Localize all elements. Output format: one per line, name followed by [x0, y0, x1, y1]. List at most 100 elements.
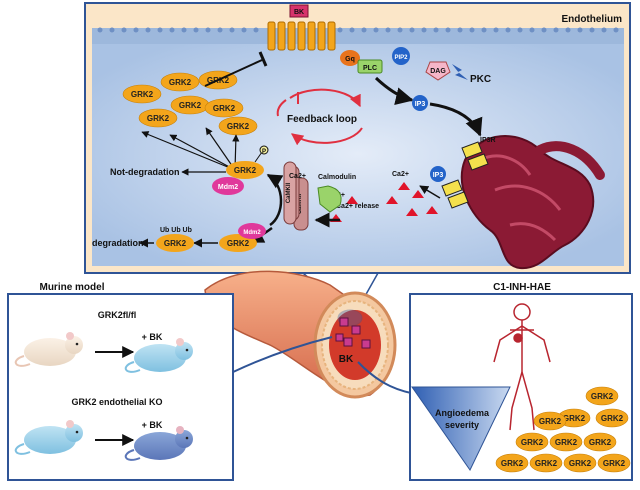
grk2-pyramid-item-label: GRK2: [569, 459, 592, 468]
camkii-main-label: CaMKII: [286, 183, 292, 204]
pkc-label: PKC: [470, 74, 491, 85]
murine-panel: Murine model GRK2fl/fl GRK2 endothelial …: [7, 282, 234, 481]
grk2-pyramid-item: GRK2: [595, 408, 629, 428]
camkii-a-label: CaMKII: [297, 194, 303, 215]
grk2-pyramid-item: GRK2: [515, 432, 549, 452]
grk2-pyramid-item-label: GRK2: [501, 459, 524, 468]
ip3r-channel: [461, 141, 489, 171]
human-vasculature-icon: [493, 303, 551, 431]
grk2-cluster-item-label: GRK2: [131, 90, 154, 99]
mdm2-a: [212, 177, 244, 195]
mouse-icon-ko-before: [14, 420, 83, 455]
calcium-release-arrow: [419, 185, 441, 199]
gq-protein: [340, 50, 360, 66]
pkc-arrow-icon: [452, 64, 468, 80]
branch-arrow-1: [141, 131, 236, 171]
bk-receptor: [267, 21, 336, 51]
grk2-pyramid-item-label: GRK2: [521, 438, 544, 447]
grk2-pyramid-item-label: GRK2: [601, 414, 624, 423]
branch-arrow-2: [169, 134, 236, 171]
row1-arrow-label: + BK: [142, 332, 163, 342]
mouse-icon-ko-after: [124, 426, 193, 461]
grk2-degrade-source-label: GRK2: [227, 239, 250, 248]
grk2-cluster-item: GRK2: [122, 84, 162, 104]
ip3-molecule: [412, 95, 428, 111]
calmodulin-label: Calmodulin: [318, 174, 356, 181]
row2-arrow-label: + BK: [142, 420, 163, 430]
grk2-cluster-item-label: GRK2: [179, 101, 202, 110]
grk2-cluster-item-label: GRK2: [147, 114, 170, 123]
ip3r-label: IP3R: [480, 137, 496, 144]
grk2-pyramid-item-label: GRK2: [555, 438, 578, 447]
severity-line2: severity: [445, 420, 479, 430]
grk2-pyramid-item: GRK2: [549, 432, 583, 452]
ip3-to-er-arrow: [429, 102, 483, 137]
mdm2-b: [238, 223, 266, 239]
grk2-pyramid-item-label: GRK2: [589, 438, 612, 447]
grk2-cluster-item-label: GRK2: [213, 104, 236, 113]
ip3-label: IP3: [415, 101, 426, 108]
murine-panel-title: Murine model: [39, 282, 104, 293]
grk2-pyramid-item: GRK2: [495, 453, 529, 473]
severity-line1: Angioedema: [435, 408, 490, 418]
grk2-pyramid-item-label: GRK2: [535, 459, 558, 468]
row2-label: GRK2 endothelial KO: [71, 397, 162, 407]
phospho-stalk: [254, 151, 263, 163]
ip3-er-label: IP3: [433, 172, 444, 179]
phospho-label: P: [262, 149, 266, 155]
grk2-phospho-label: GRK2: [234, 166, 257, 175]
grk2-cluster-item: GRK2: [204, 98, 244, 118]
calcium-release-label: Ca2+ release: [336, 203, 379, 210]
grk2-cluster-item: GRK2: [138, 108, 178, 128]
grk2-pyramid-item-label: GRK2: [603, 459, 626, 468]
blood-vessel: [204, 270, 397, 399]
grk2-ubiquitinated: [156, 234, 194, 252]
endothelium-title: Endothelium: [561, 14, 622, 25]
dag-molecule: [425, 61, 451, 81]
grk2-pyramid-item: GRK2: [597, 453, 631, 473]
grk2-cluster-item-label: GRK2: [227, 122, 250, 131]
grk2-cluster-item: GRK2: [170, 95, 210, 115]
endoplasmic-reticulum: [460, 135, 605, 270]
dag-label: DAG: [430, 68, 446, 75]
grk2-cluster-item: GRK2: [218, 116, 258, 136]
ip3-er-molecule: [430, 166, 446, 182]
phospho-group: [259, 145, 269, 155]
mouse-icon-wt-before: [14, 332, 83, 367]
plc-enzyme: [357, 59, 383, 74]
calmodulin-protein: [317, 185, 342, 213]
mouse-icon-wt-after: [124, 338, 193, 373]
grk2-pyramid-item-label: GRK2: [563, 414, 586, 423]
hae-panel-title: C1-INH-HAE: [493, 282, 551, 293]
not-degradation-label: Not-degradation: [110, 167, 180, 177]
severity-triangle: [411, 386, 511, 471]
bk-ligand: BK: [289, 4, 309, 18]
vessel-bk-label: BK: [339, 354, 354, 365]
endothelium-panel: Endothelium BK Gq PLC PIP2 DAG PKC: [84, 2, 631, 274]
bk-ligand-label: BK: [294, 9, 304, 16]
pip2-molecule: [392, 47, 410, 65]
feedback-loop-label: Feedback loop: [287, 114, 357, 125]
degradation-label: degradation: [92, 238, 144, 248]
gq-label: Gq: [345, 56, 355, 63]
camkii-main: [283, 161, 297, 225]
grk2-ubiquitinated-label: GRK2: [164, 239, 187, 248]
grk2-pyramid-item: GRK2: [563, 453, 597, 473]
grk2-inhibition-bar: [258, 51, 268, 67]
ubiquitin-label: Ub Ub Ub: [160, 227, 192, 234]
cell-membrane: [92, 28, 624, 44]
grk2-pyramid-item-label: GRK2: [539, 417, 562, 426]
membrane-heads: [97, 27, 619, 33]
plc-label: PLC: [363, 65, 377, 72]
camkii-calcium-label: Ca2+: [289, 173, 306, 180]
grk2-pyramid-item: GRK2: [583, 432, 617, 452]
grk2-cluster-item: GRK2: [160, 72, 200, 92]
plc-to-ip3-arrow: [374, 76, 414, 106]
grk2-pyramid-item: GRK2: [585, 386, 619, 406]
branch-arrow-3: [205, 127, 236, 171]
ip3r-channel-lower: [441, 179, 469, 209]
